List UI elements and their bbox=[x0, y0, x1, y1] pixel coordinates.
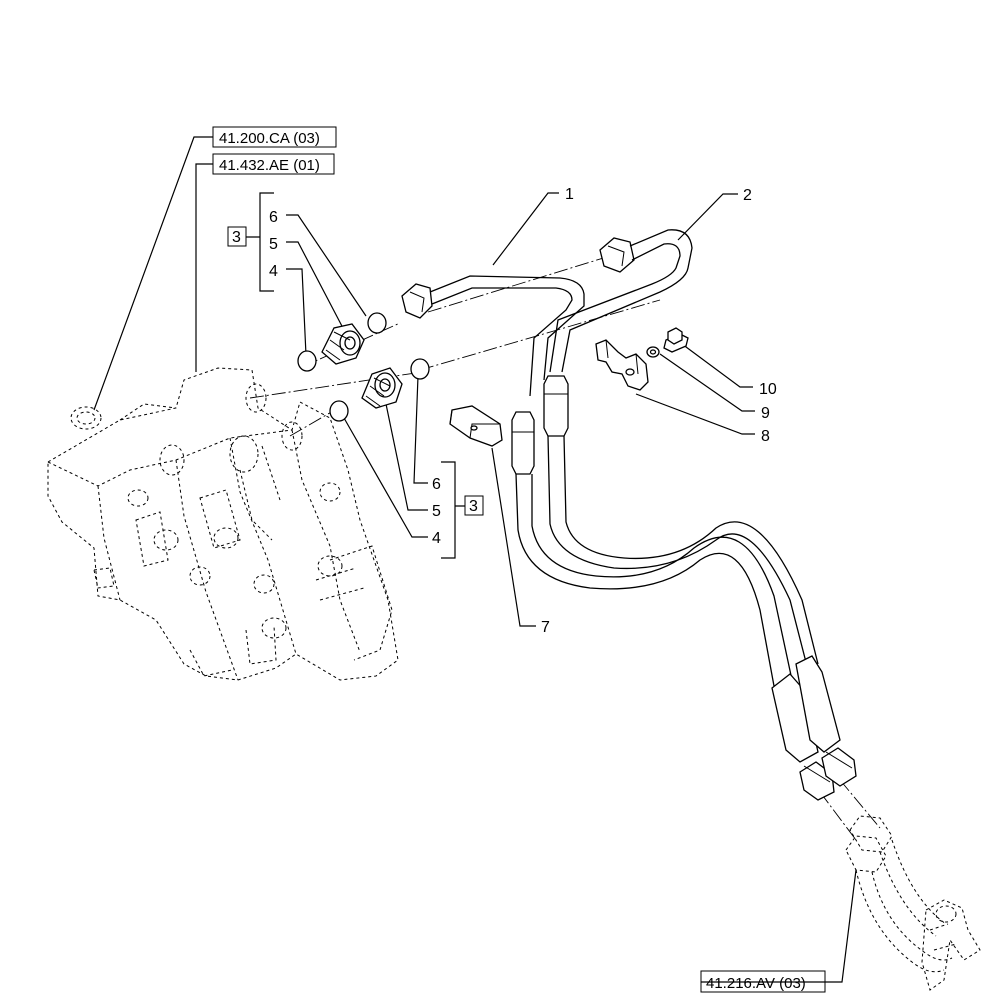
control-valve-block[interactable] bbox=[47, 367, 399, 681]
reference-label: 41.200.CA (03) bbox=[219, 130, 320, 147]
kit-number: 3 bbox=[469, 498, 478, 515]
callout-8[interactable]: 8 bbox=[761, 428, 770, 445]
callout-7[interactable]: 7 bbox=[541, 619, 550, 636]
reference-label: 41.216.AV (03) bbox=[706, 975, 806, 992]
reference-label: 41.432.AE (01) bbox=[219, 157, 320, 174]
screw-part-10[interactable] bbox=[663, 327, 689, 353]
adapter-fitting-part-5-lower[interactable] bbox=[361, 367, 403, 409]
adapter-fitting-part-5-upper[interactable] bbox=[321, 323, 365, 365]
kit-box-upper[interactable]: 3 bbox=[227, 226, 247, 247]
callout-10[interactable]: 10 bbox=[759, 381, 777, 398]
leader-line bbox=[93, 136, 213, 411]
callout-6-upper[interactable]: 6 bbox=[269, 209, 278, 226]
leader-line bbox=[195, 163, 213, 372]
downstream-hose-phantom bbox=[845, 815, 981, 991]
clamp-part-8[interactable] bbox=[595, 339, 649, 391]
callout-6-lower[interactable]: 6 bbox=[432, 476, 441, 493]
callout-5-lower[interactable]: 5 bbox=[432, 503, 441, 520]
kit-box-lower[interactable]: 3 bbox=[464, 495, 484, 516]
o-ring-part-6-lower[interactable] bbox=[410, 358, 430, 380]
hose-fitting-upper-2[interactable] bbox=[543, 375, 569, 437]
reference-box-41-432-ae[interactable]: 41.432.AE (01) bbox=[212, 153, 335, 175]
o-ring-part-6-upper[interactable] bbox=[367, 312, 387, 334]
callout-leaders bbox=[286, 192, 755, 627]
callout-4-upper[interactable]: 4 bbox=[269, 263, 278, 280]
hose-fitting-lower[interactable] bbox=[771, 655, 857, 801]
washer-part-9[interactable] bbox=[646, 346, 660, 358]
kit-number: 3 bbox=[232, 229, 241, 246]
callout-5-upper[interactable]: 5 bbox=[269, 236, 278, 253]
o-ring-part-4-lower[interactable] bbox=[329, 400, 349, 422]
callout-1[interactable]: 1 bbox=[565, 186, 574, 203]
kit-bracket-upper bbox=[246, 192, 274, 292]
callout-4-lower[interactable]: 4 bbox=[432, 530, 441, 547]
rigid-pipe-part-2[interactable] bbox=[549, 229, 693, 373]
callout-9[interactable]: 9 bbox=[761, 405, 770, 422]
flexible-hose-pair[interactable] bbox=[515, 435, 819, 687]
callout-2[interactable]: 2 bbox=[743, 187, 752, 204]
rubber-pad-part-7[interactable] bbox=[449, 405, 503, 447]
kit-bracket-lower bbox=[441, 461, 465, 559]
hose-fitting-upper-1[interactable] bbox=[511, 411, 535, 475]
leader-line bbox=[701, 869, 857, 983]
o-ring-part-4-upper[interactable] bbox=[297, 350, 317, 372]
rigid-pipe-part-1[interactable] bbox=[401, 275, 585, 397]
reference-box-41-200-ca[interactable]: 41.200.CA (03) bbox=[212, 126, 337, 148]
